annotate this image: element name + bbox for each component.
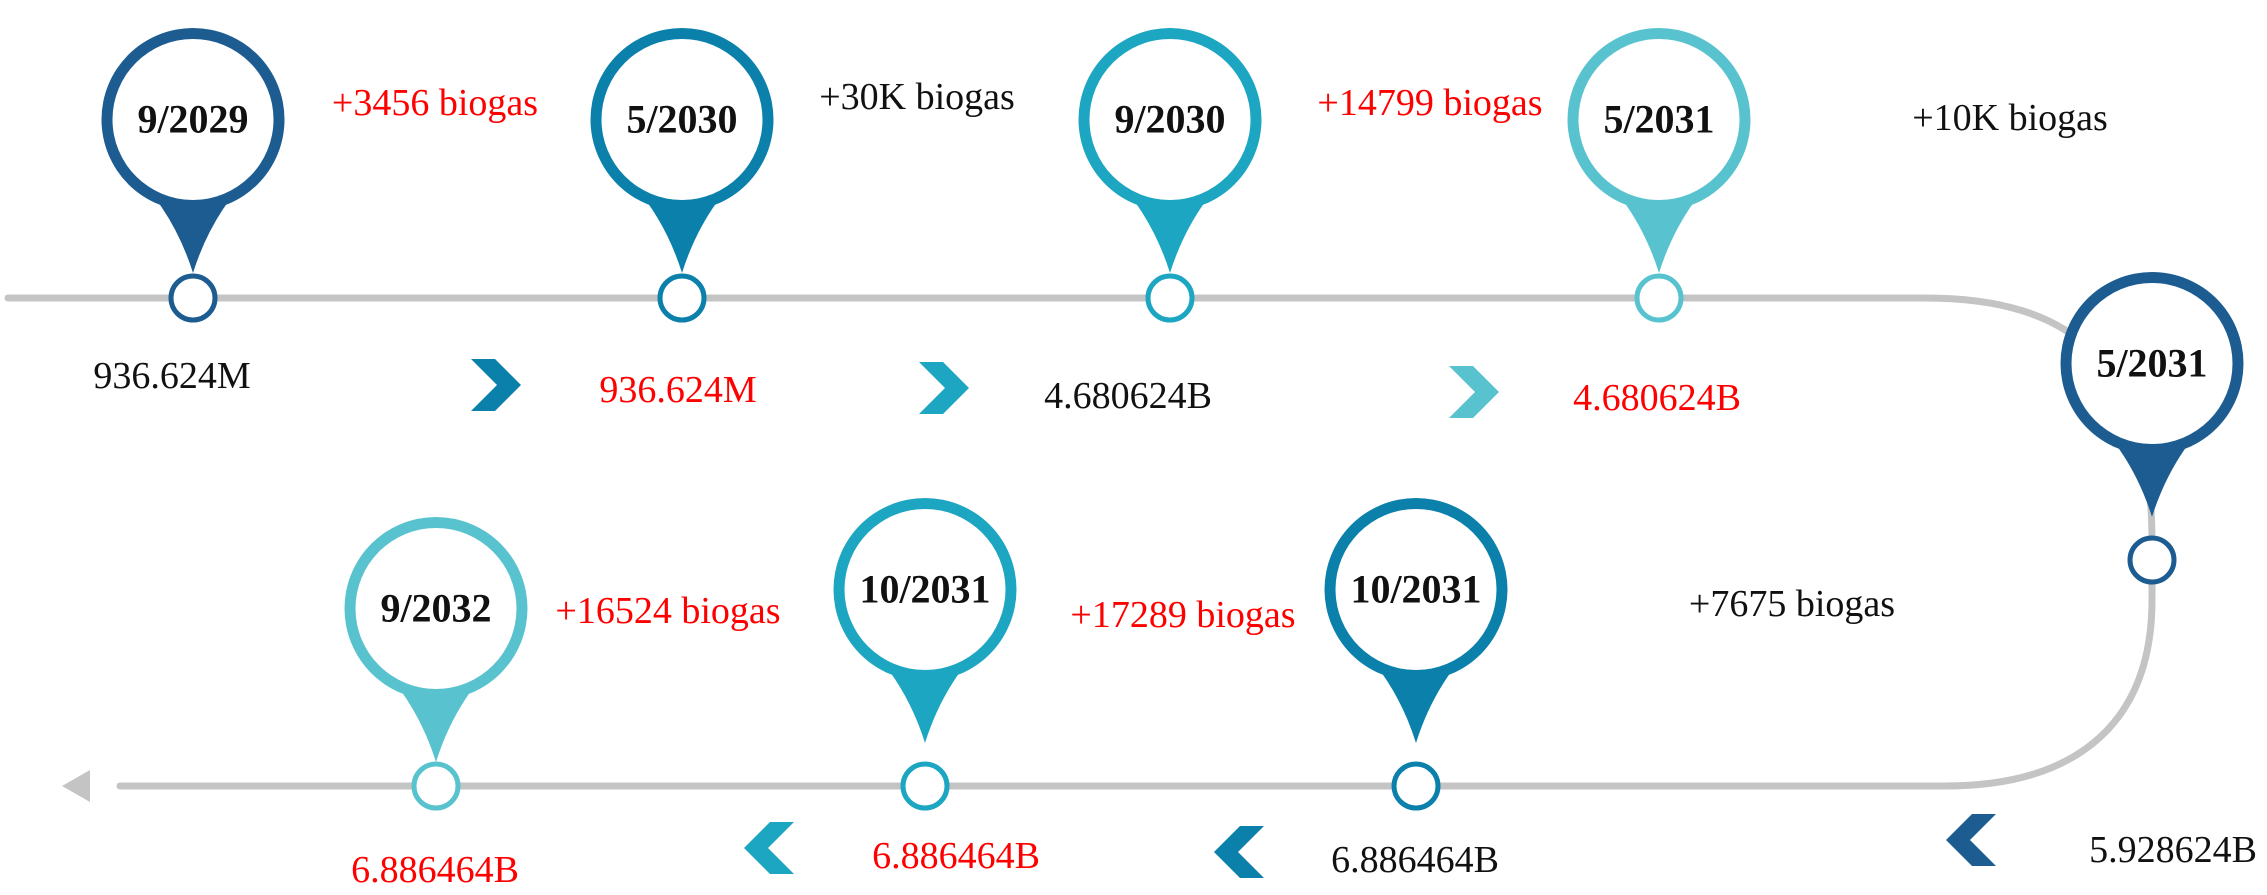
milestone-pin: 5/2030 bbox=[590, 28, 774, 323]
timeline-arrowhead bbox=[62, 770, 90, 802]
chevron-left-icon bbox=[1214, 826, 1264, 878]
pin-face bbox=[844, 509, 1006, 670]
pin-face bbox=[355, 528, 517, 689]
milestone-date: 5/2031 bbox=[1603, 97, 1714, 142]
milestone-pin: 5/2031 bbox=[1567, 28, 1751, 323]
timeline-track bbox=[4, 294, 2156, 802]
milestone-pin: 10/2031 bbox=[1324, 498, 1508, 811]
milestone-pin: 9/2032 bbox=[344, 517, 528, 811]
increment-label: +14799 biogas bbox=[1317, 82, 1542, 124]
milestone-value: 6.886464B bbox=[872, 835, 1040, 877]
pin-face bbox=[601, 39, 763, 200]
milestone-value: 4.680624B bbox=[1573, 377, 1741, 419]
milestone-value: 6.886464B bbox=[1331, 839, 1499, 881]
increment-label: +30K biogas bbox=[819, 76, 1015, 118]
milestone-pin: 10/2031 bbox=[833, 498, 1017, 811]
milestone-anchor bbox=[657, 273, 707, 323]
milestone-date: 10/2031 bbox=[1350, 567, 1481, 612]
milestone-anchor bbox=[2127, 535, 2177, 585]
milestone-anchor bbox=[1391, 761, 1441, 811]
chevron-right-icon bbox=[919, 362, 969, 414]
milestone-anchor bbox=[1634, 273, 1684, 323]
increment-label: +10K biogas bbox=[1912, 97, 2108, 139]
milestone-pin: 9/2029 bbox=[101, 28, 285, 323]
milestone-pin: 5/2031 bbox=[2060, 272, 2244, 585]
pin-face bbox=[1335, 509, 1497, 670]
pin-face bbox=[2071, 283, 2233, 444]
milestone-anchor bbox=[168, 273, 218, 323]
chevron-right-icon bbox=[1449, 366, 1499, 418]
chevron-left-icon bbox=[1946, 814, 1996, 866]
milestone-value: 6.886464B bbox=[351, 849, 519, 891]
pin-face bbox=[1578, 39, 1740, 200]
chevron-left-icon bbox=[744, 822, 794, 874]
milestone-pins: 9/2029 5/2030 9/2030 5/2031 5/2031 10/2031 10/… bbox=[101, 28, 2244, 811]
milestone-value: 936.624M bbox=[599, 369, 756, 411]
chevron-right-icon bbox=[471, 359, 521, 411]
milestone-anchor bbox=[1145, 273, 1195, 323]
milestone-pin: 9/2030 bbox=[1078, 28, 1262, 323]
timeline-path bbox=[4, 294, 2156, 790]
chevron-arrows bbox=[471, 359, 1996, 878]
milestone-date: 10/2031 bbox=[859, 567, 990, 612]
timeline-labels: 936.624M 936.624M 4.680624B 4.680624B 5.9286… bbox=[93, 76, 2257, 891]
milestone-date: 5/2031 bbox=[2096, 341, 2207, 386]
milestone-value: 5.928624B bbox=[2089, 829, 2257, 871]
milestone-anchor bbox=[411, 761, 461, 811]
pin-face bbox=[112, 39, 274, 200]
increment-label: +3456 biogas bbox=[332, 82, 538, 124]
increment-label: +16524 biogas bbox=[555, 590, 780, 632]
milestone-value: 4.680624B bbox=[1044, 375, 1212, 417]
milestone-anchor bbox=[900, 761, 950, 811]
milestone-date: 9/2032 bbox=[380, 586, 491, 631]
increment-label: +17289 biogas bbox=[1070, 594, 1295, 636]
pin-face bbox=[1089, 39, 1251, 200]
milestone-date: 9/2029 bbox=[137, 97, 248, 142]
milestone-date: 5/2030 bbox=[626, 97, 737, 142]
milestone-value: 936.624M bbox=[93, 355, 250, 397]
milestone-date: 9/2030 bbox=[1114, 97, 1225, 142]
increment-label: +7675 biogas bbox=[1689, 583, 1895, 625]
